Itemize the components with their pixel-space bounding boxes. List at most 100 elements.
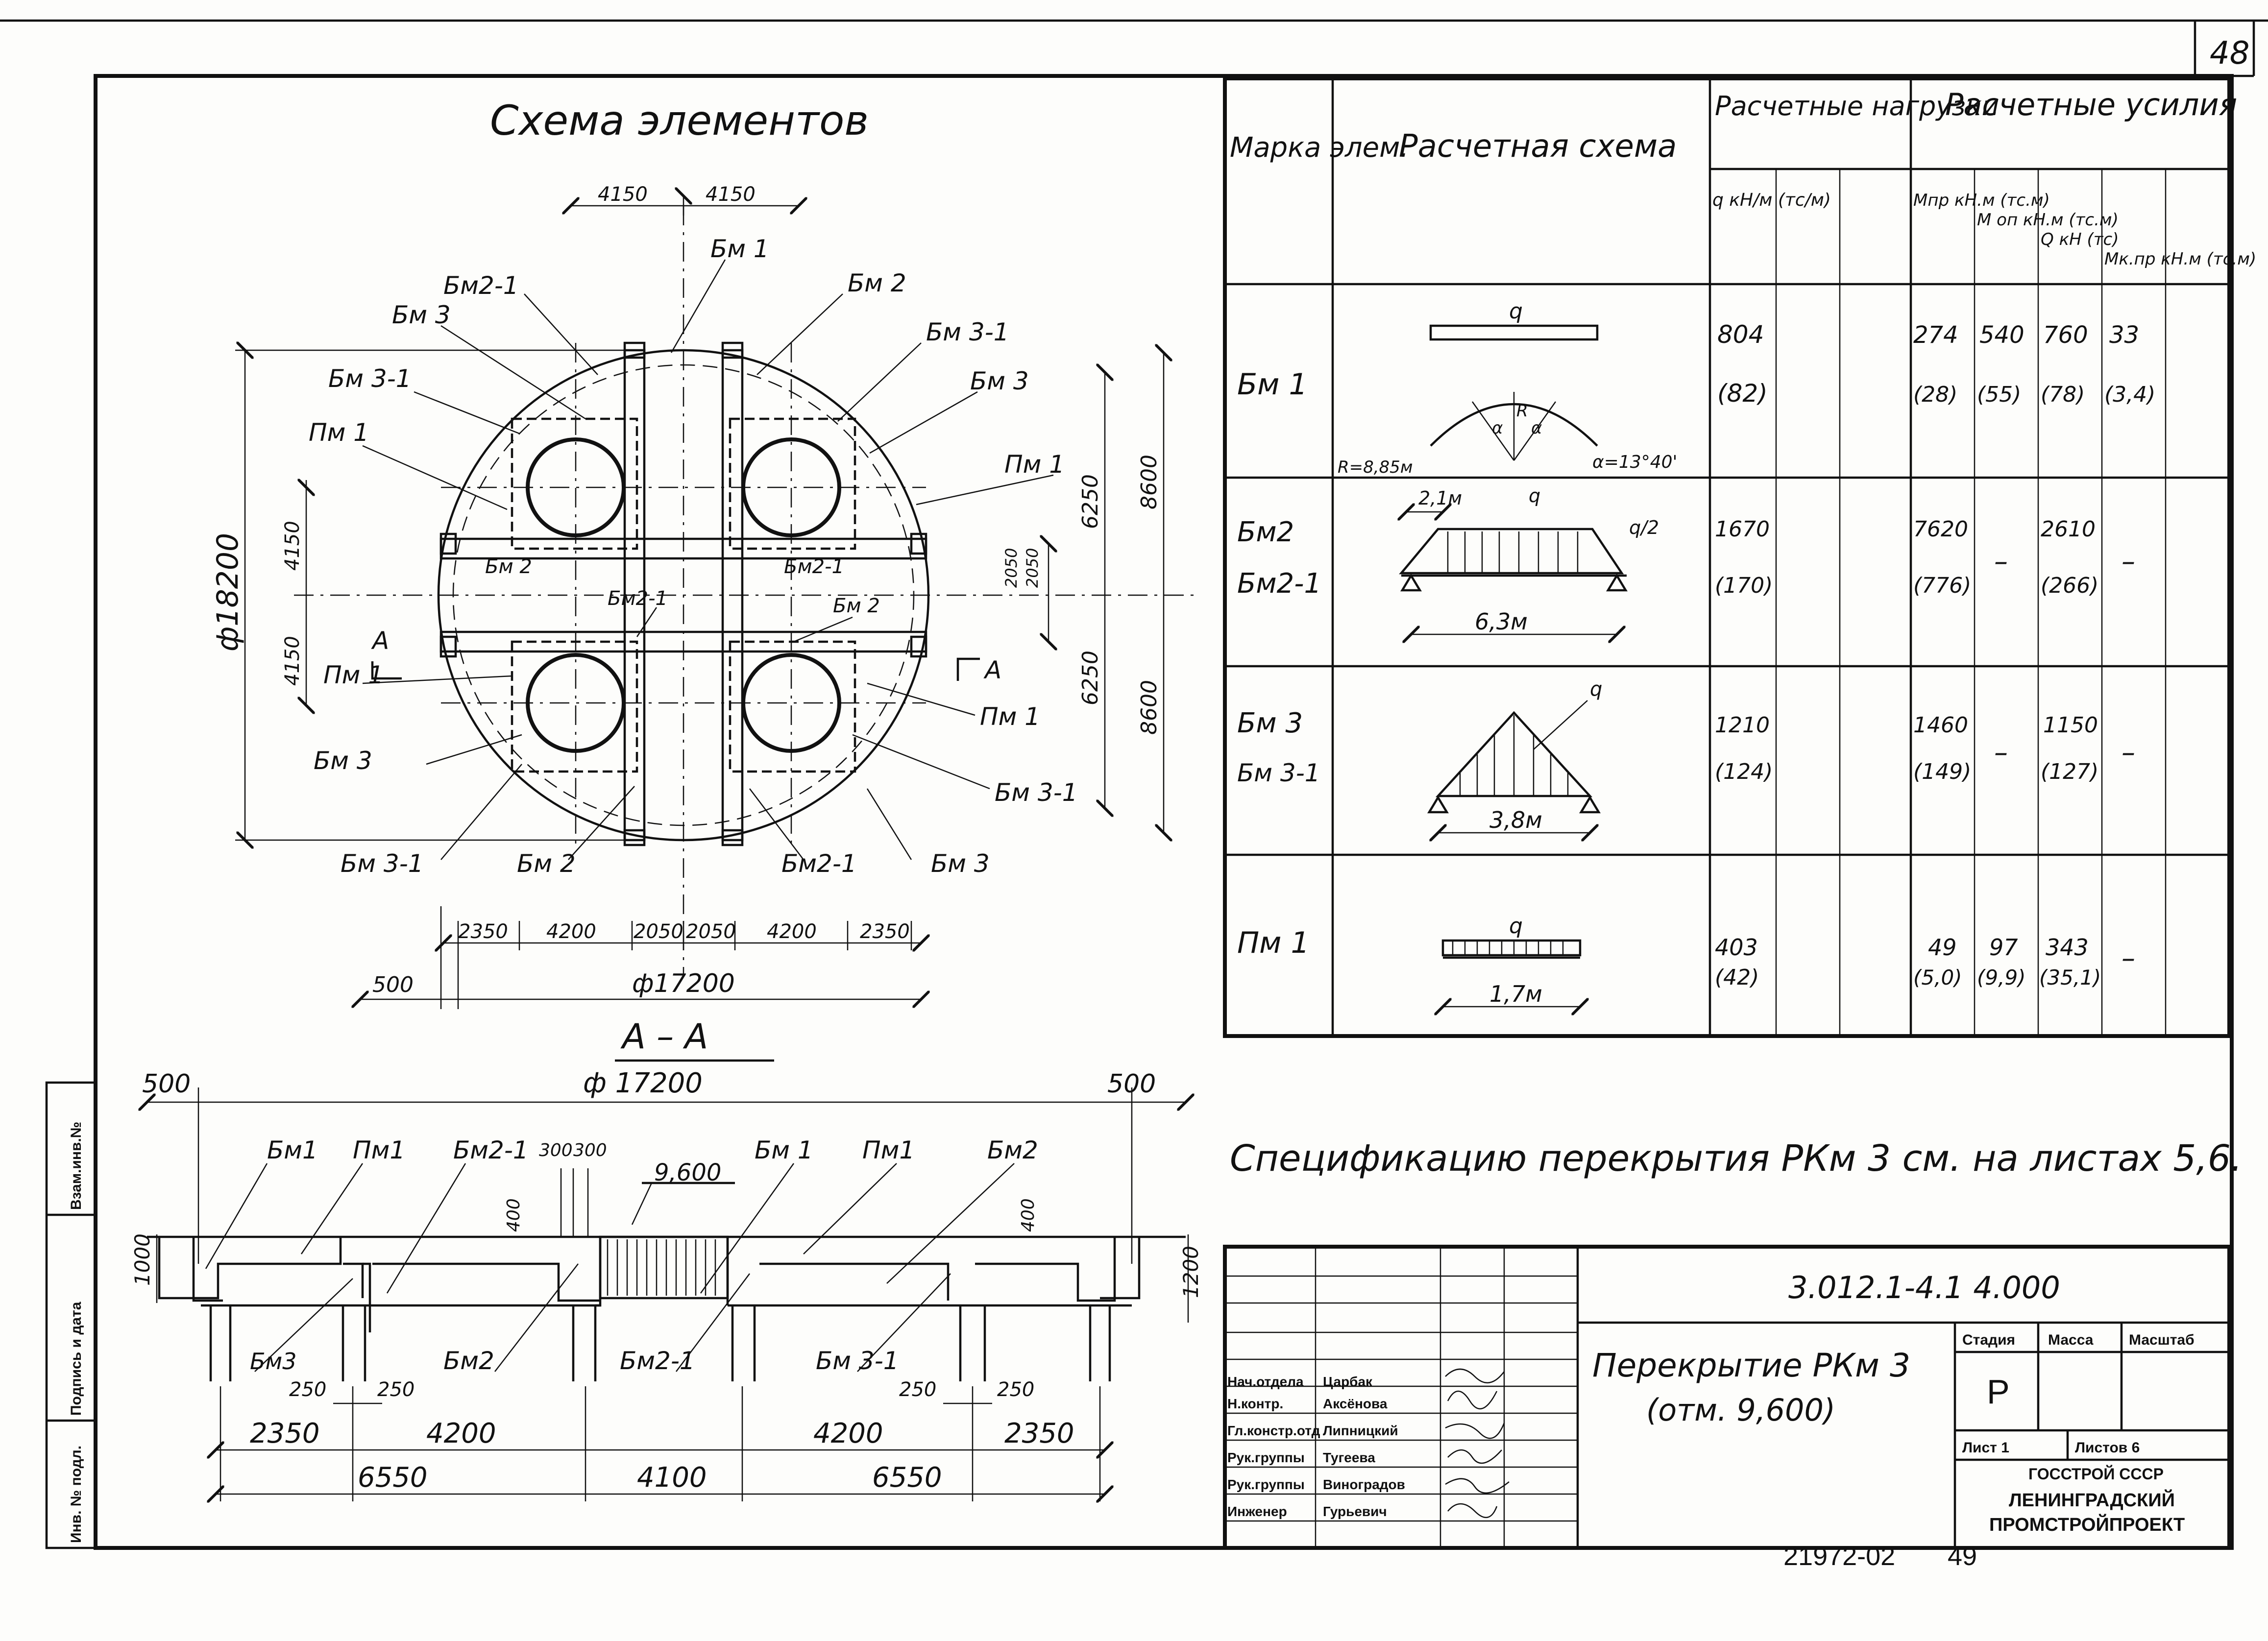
section-dim-250-c: 250 bbox=[899, 1378, 936, 1401]
row2-scheme-length: 6,3м bbox=[1475, 608, 1528, 635]
section-elevation: 9,600 bbox=[654, 1159, 721, 1186]
section-aa: А – А ф 17200 500 500 bbox=[130, 1016, 1203, 1501]
row3-mark2: Бм 3-1 bbox=[1237, 759, 1320, 787]
row1-mk: 33 bbox=[2109, 321, 2139, 349]
role-3: Гл.констр.отд bbox=[1227, 1423, 1320, 1438]
row2-mop: – bbox=[1994, 546, 2008, 578]
row1-Q2: (78) bbox=[2041, 382, 2085, 407]
well-sw bbox=[511, 640, 638, 773]
row2-q: 1670 bbox=[1715, 517, 1770, 542]
plan-scheme: Схема элементов bbox=[211, 97, 1195, 1009]
spec-note: Спецификацию перекрытия РКм 3 см. на лис… bbox=[1230, 1137, 2242, 1180]
row1-scheme-radius: R=8,85м bbox=[1338, 458, 1413, 477]
title-sub: (отм. 9,600) bbox=[1646, 1392, 1835, 1428]
row2-scheme-span: 2,1м bbox=[1418, 487, 1462, 509]
section-label-pm1-left: Пм1 bbox=[353, 1136, 405, 1164]
row4-mpr: 49 bbox=[1928, 934, 1957, 961]
dim-bottom-6: 2350 bbox=[860, 920, 910, 943]
row4-mop: 97 bbox=[1989, 934, 2018, 961]
section-label-bm2: Бм2 bbox=[987, 1136, 1038, 1164]
label-bm3-1-right-bottom: Бм 3-1 bbox=[995, 778, 1078, 807]
section-row2-dim-2: 4100 bbox=[637, 1462, 707, 1494]
label-pm1-left-top: Пм 1 bbox=[309, 418, 369, 447]
section-row1-dim-2: 4200 bbox=[426, 1418, 496, 1449]
header-mpr: Мпр кН.м (тс.м) bbox=[1913, 191, 2050, 210]
dim-right-outer-bottom: 8600 bbox=[1137, 680, 1162, 735]
section-dim-250-d: 250 bbox=[997, 1378, 1034, 1401]
section-hatching bbox=[607, 1239, 716, 1296]
row4-mark: Пм 1 bbox=[1237, 926, 1310, 960]
row4-mpr2: (5,0) bbox=[1913, 965, 1962, 989]
row3-mpr: 1460 bbox=[1913, 713, 1968, 738]
dim-bottom-1: 2350 bbox=[458, 920, 508, 943]
row3-mpr2: (149) bbox=[1913, 759, 1971, 784]
dim-outer-diameter: ф18200 bbox=[211, 533, 245, 652]
scale-label: Масштаб bbox=[2129, 1332, 2195, 1348]
row1-mk2: (3,4) bbox=[2104, 382, 2155, 407]
well-ne bbox=[729, 417, 856, 550]
row2-q2: (170) bbox=[1715, 573, 1773, 598]
section-dim-1000: 1000 bbox=[130, 1233, 154, 1286]
name-4: Тугеева bbox=[1323, 1450, 1375, 1465]
well-se bbox=[729, 640, 856, 773]
dim-top-left: 4150 bbox=[598, 183, 648, 206]
label-bm1-top: Бм 1 bbox=[710, 235, 769, 263]
stamp-inv-label: Инв. № подл. bbox=[68, 1446, 84, 1543]
row1-scheme-alpha-1: α bbox=[1492, 418, 1503, 438]
sheet-label: Лист 1 bbox=[1962, 1440, 2009, 1456]
row3-q: 1210 bbox=[1715, 713, 1770, 738]
section-label-bm1-right: Бм 1 bbox=[755, 1136, 813, 1164]
row1-scheme-alpha-2: α bbox=[1531, 418, 1542, 438]
row4-scheme: q 1,7м bbox=[1443, 914, 1580, 1007]
role-1: Нач.отдела bbox=[1227, 1374, 1304, 1389]
dim-top-right: 4150 bbox=[706, 183, 756, 206]
sheets-label: Листов 6 bbox=[2075, 1440, 2140, 1456]
dim-bottom-3: 2050 bbox=[634, 920, 683, 943]
section-dim-250-a: 250 bbox=[289, 1378, 326, 1401]
row3-scheme: q 3,8м bbox=[1427, 678, 1602, 833]
stage-value: Р bbox=[1987, 1373, 2010, 1411]
row2-mpr2: (776) bbox=[1913, 573, 1971, 598]
role-4: Рук.группы bbox=[1227, 1450, 1305, 1465]
row2-scheme-q2: q/2 bbox=[1629, 517, 1659, 538]
row4-mop2: (9,9) bbox=[1977, 965, 2026, 989]
section-label-bm3: Бм3 bbox=[250, 1348, 297, 1375]
section-dim-300-b: 300 bbox=[573, 1140, 607, 1160]
row2-Q: 2610 bbox=[2041, 517, 2096, 542]
section-dim-left: 500 bbox=[142, 1069, 191, 1099]
well-nw bbox=[511, 417, 638, 550]
org-line-3: ПРОМСТРОЙПРОЕКТ bbox=[1989, 1513, 2185, 1535]
section-dim-400-right: 400 bbox=[1018, 1198, 1038, 1232]
label-bm3-bottom: Бм 3 bbox=[931, 849, 990, 878]
role-2: Н.контр. bbox=[1227, 1396, 1283, 1411]
row2-Q2: (266) bbox=[2041, 573, 2098, 598]
dim-bottom-2: 4200 bbox=[546, 920, 596, 943]
title-code: 3.012.1-4.1 4.000 bbox=[1788, 1270, 2060, 1305]
role-5: Рук.группы bbox=[1227, 1477, 1305, 1492]
row3-mk: – bbox=[2122, 737, 2135, 769]
section-dim-1200: 1200 bbox=[1179, 1246, 1203, 1298]
row1-mpr2: (28) bbox=[1913, 382, 1957, 407]
mass-label: Масса bbox=[2048, 1332, 2094, 1348]
stamp-replace-label: Взам.инв.№ bbox=[68, 1122, 84, 1210]
row1-scheme-r: R bbox=[1516, 401, 1528, 421]
footer-number: 21972-02 bbox=[1783, 1542, 1895, 1571]
label-bm3-1-left: Бм 3-1 bbox=[328, 364, 412, 393]
header-mkpr: Мк.пр кН.м (тс.м) bbox=[2104, 249, 2256, 269]
label-bm3-left-bottom: Бм 3 bbox=[314, 747, 372, 775]
stage-label: Стадия bbox=[1962, 1332, 2015, 1348]
name-6: Гурьевич bbox=[1323, 1504, 1387, 1519]
signatures bbox=[1445, 1368, 1510, 1519]
header-loads: Расчетные нагрузки bbox=[1715, 91, 1999, 121]
forces-table: Марка элем. Расчетная схема Расчетные на… bbox=[1223, 76, 2256, 1038]
header-mark: Марка элем. bbox=[1230, 132, 1409, 164]
row3-scheme-length: 3,8м bbox=[1489, 807, 1542, 833]
section-label-pm1-right: Пм1 bbox=[862, 1136, 915, 1164]
row1-scheme-angle: α=13°40' bbox=[1592, 452, 1677, 472]
role-6: Инженер bbox=[1227, 1504, 1287, 1519]
label-bm3-1-bottom-left: Бм 3-1 bbox=[341, 849, 424, 878]
row2-mk: – bbox=[2122, 546, 2135, 578]
label-bm2-1-center: Бм2-1 bbox=[608, 587, 668, 610]
section-row2-dim-3: 6550 bbox=[872, 1462, 942, 1494]
label-bm2-center: Бм 2 bbox=[833, 595, 880, 617]
